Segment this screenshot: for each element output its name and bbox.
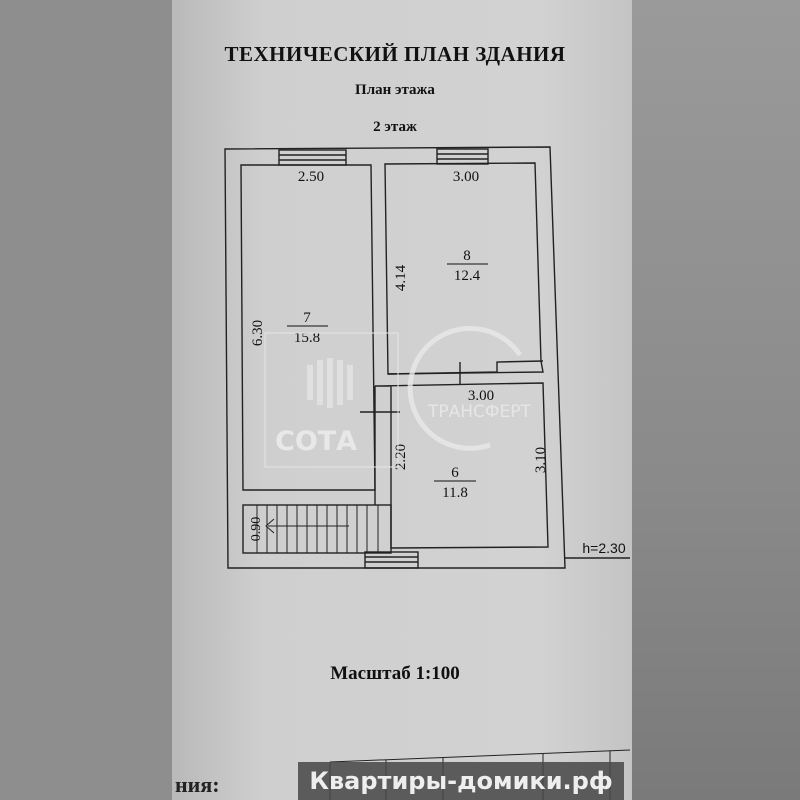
door-opening — [387, 360, 544, 375]
window — [278, 149, 347, 166]
dim-stair-width: 0.90 — [249, 517, 264, 542]
room-8-area: 12.4 — [454, 268, 481, 284]
window — [364, 551, 419, 569]
partial-label: ния: — [175, 772, 220, 797]
dim-corridor-length: 2.20 — [393, 444, 409, 470]
dim-room8-width: 3.00 — [453, 169, 479, 185]
document-paper — [172, 0, 632, 800]
document-title: ТЕХНИЧЕСКИЙ ПЛАН ЗДАНИЯ — [224, 42, 566, 66]
plan-subtitle: План этажа — [355, 82, 435, 98]
stair-steps — [256, 505, 379, 553]
ceiling-height: h=2.30 — [582, 540, 625, 556]
window — [436, 148, 489, 165]
dim-room6-length: 3.10 — [533, 447, 549, 473]
room-7-area: 15.8 — [294, 330, 320, 346]
room-6-area: 11.8 — [442, 485, 468, 501]
background — [632, 0, 800, 800]
transfer-watermark: ТРАНСФЕРТ — [407, 325, 532, 451]
outer-wall — [224, 146, 566, 569]
room-6-outline — [374, 382, 549, 549]
room-8-outline — [384, 162, 544, 375]
scale-label: Масштаб 1:100 — [330, 663, 460, 684]
room-8-number: 8 — [463, 248, 471, 264]
dim-room7-width: 2.50 — [298, 169, 324, 185]
dim-room7-length: 6.30 — [250, 320, 266, 346]
dim-room6-width: 3.00 — [468, 388, 494, 404]
floor-label: 2 этаж — [373, 119, 417, 135]
dim-room8-length: 4.14 — [393, 264, 409, 291]
room-7-number: 7 — [303, 310, 311, 326]
room-6-number: 6 — [451, 465, 459, 481]
transfer-text: ТРАНСФЕРТ — [427, 402, 532, 422]
site-watermark: Квартиры-домики.рф — [298, 762, 624, 800]
sota-watermark: СОТА — [264, 332, 399, 468]
sota-text: СОТА — [275, 426, 357, 457]
